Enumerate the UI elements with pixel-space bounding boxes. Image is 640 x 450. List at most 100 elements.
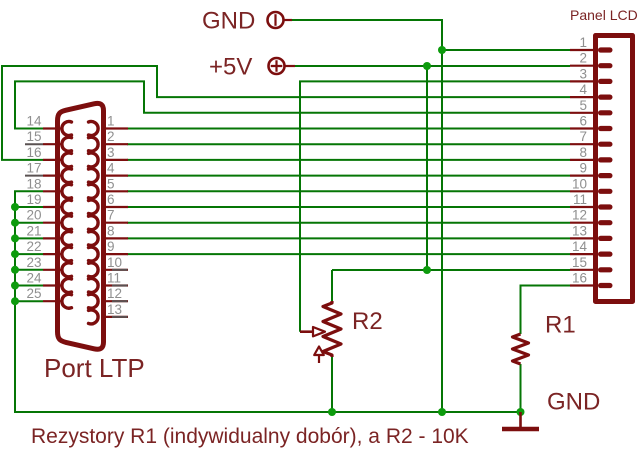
junction-dot: [423, 266, 431, 274]
lcd-pin-pad: [598, 282, 613, 289]
db25-pin-contact-icon: [60, 135, 74, 153]
junction-dots: [11, 46, 525, 416]
lcd-pin-pad: [598, 78, 613, 84]
net-contrast-lcd3: [299, 80, 570, 332]
lcd-pin-number: 3: [579, 66, 587, 81]
lcd-pin-pad: [598, 220, 613, 226]
db25-left-pin-number: 19: [26, 192, 41, 207]
net-lpt16-lcd4: [1, 65, 570, 161]
lcd-pin-number: 13: [572, 223, 587, 238]
junction-dot: [11, 281, 19, 290]
db25-left-pin-number: 20: [26, 208, 41, 223]
vcc-port-symbol: [267, 56, 295, 76]
r2-zigzag: [321, 301, 343, 357]
db25-pin-contact-icon: [86, 214, 100, 232]
db25-pin-contact-icon: [60, 276, 74, 295]
db25-outline: [55, 100, 106, 352]
db25-pin-contact-icon: [60, 119, 74, 138]
lcd-pin-pad: [598, 204, 613, 210]
junction-dot: [438, 408, 446, 416]
db25-pin-contact-icon: [60, 198, 74, 216]
lcd-pin-number: 7: [579, 129, 587, 144]
vcc-port-plus: [270, 60, 283, 72]
db25-connector: 1415161718192021222324251234567891011121…: [25, 100, 128, 352]
r2-trimmer-symbol: [300, 301, 343, 363]
db25-pin-contact-icon: [86, 276, 100, 295]
r2-wiper-arrow-icon: [311, 325, 327, 338]
db25-pin-contact-icon: [86, 198, 100, 216]
db25-pin-contact-icon: [86, 119, 100, 138]
db25-pin-contact-icon: [86, 229, 100, 248]
lcd-pin-pad: [598, 251, 613, 257]
db25-left-pin-number: 17: [26, 161, 41, 176]
gnd-port-symbol: [266, 10, 292, 30]
r1-zigzag: [510, 332, 531, 366]
r2-trim-arrow-icon: [313, 345, 325, 357]
db25-left-pin-number: 18: [26, 176, 41, 191]
db25-pins: 1415161718192021222324251234567891011121…: [25, 114, 128, 326]
db25-left-pin-number: 15: [26, 129, 41, 144]
r2-label: R2: [352, 308, 383, 335]
db25-pin-contact-icon: [60, 214, 74, 232]
lcd-pin-pad: [598, 141, 613, 147]
ground-symbol: [502, 412, 539, 432]
db25-pin-contact-icon: [86, 151, 100, 169]
junction-dot: [423, 62, 431, 70]
db25-left-pin-number: 22: [26, 239, 41, 254]
db25-right-pin-number: 5: [107, 176, 115, 191]
db25-right-pin-number: 7: [107, 208, 115, 223]
db25-left-pin-number: 21: [26, 223, 41, 238]
db25-right-pin-number: 10: [107, 255, 122, 270]
db25-pin-contact-icon: [86, 166, 100, 185]
lcd-pin-pad: [598, 63, 613, 69]
db25-pin-contact-icon: [86, 292, 100, 310]
db25-right-pin-number: 9: [107, 239, 115, 254]
vcc-label: +5V: [209, 54, 252, 81]
lcd-pin-pad: [598, 267, 613, 273]
db25-pin-contact-icon: [86, 245, 100, 263]
db25-pin-contact-icon: [60, 166, 74, 185]
db25-right-pin-number: 11: [107, 271, 121, 286]
caption-text: Rezystory R1 (indywidualny dobór), a R2 …: [31, 425, 469, 448]
db25-left-pin-number: 14: [26, 114, 42, 129]
junction-dot: [11, 203, 19, 211]
lcd-pin-pad: [598, 188, 613, 194]
db25-left-pin-number: 25: [26, 286, 41, 301]
lcd-pin-pad: [598, 173, 613, 179]
lcd-pin-number: 14: [572, 239, 588, 254]
db25-right-pin-number: 6: [107, 192, 115, 207]
db25-left-pin-number: 23: [26, 255, 41, 270]
lcd-pin-number: 15: [572, 255, 587, 270]
junction-dot: [11, 265, 19, 274]
db25-pin-contact-icon: [60, 245, 74, 263]
r1-label: R1: [545, 312, 576, 339]
db25-left-pin-number: 16: [26, 145, 41, 160]
lcd-pin-pad: [598, 235, 613, 241]
db25-pin-contact-icon: [60, 151, 74, 169]
db25-pin-contact-icon: [60, 261, 74, 279]
db25-right-pin-number: 1: [107, 114, 115, 129]
lcd-pin-pad: [598, 94, 613, 100]
data-bus-wires: [15, 127, 570, 303]
db25-pin-contact-icon: [86, 308, 100, 326]
lcd-pin-pad: [598, 125, 613, 132]
lcd-pin-pad: [598, 110, 613, 116]
port-ltp-label: Port LTP: [44, 353, 145, 383]
lcd-pin-pad: [598, 47, 613, 53]
db25-pin-contact-icon: [60, 182, 74, 200]
db25-right-pin-number: 12: [107, 286, 122, 301]
junction-dot: [328, 408, 336, 416]
lcd-pin-number: 8: [579, 145, 587, 160]
lcd-pin-number: 4: [579, 82, 587, 97]
db25-pin-contact-icon: [60, 229, 74, 248]
db25-pin-contact-icon: [86, 182, 100, 200]
junction-dot: [438, 46, 446, 54]
lcd-pin-number: 11: [573, 192, 587, 207]
lcd-pin-number: 16: [572, 271, 587, 286]
lcd-pin-pad: [598, 157, 613, 163]
net-lpt14-lcd5: [14, 80, 570, 130]
